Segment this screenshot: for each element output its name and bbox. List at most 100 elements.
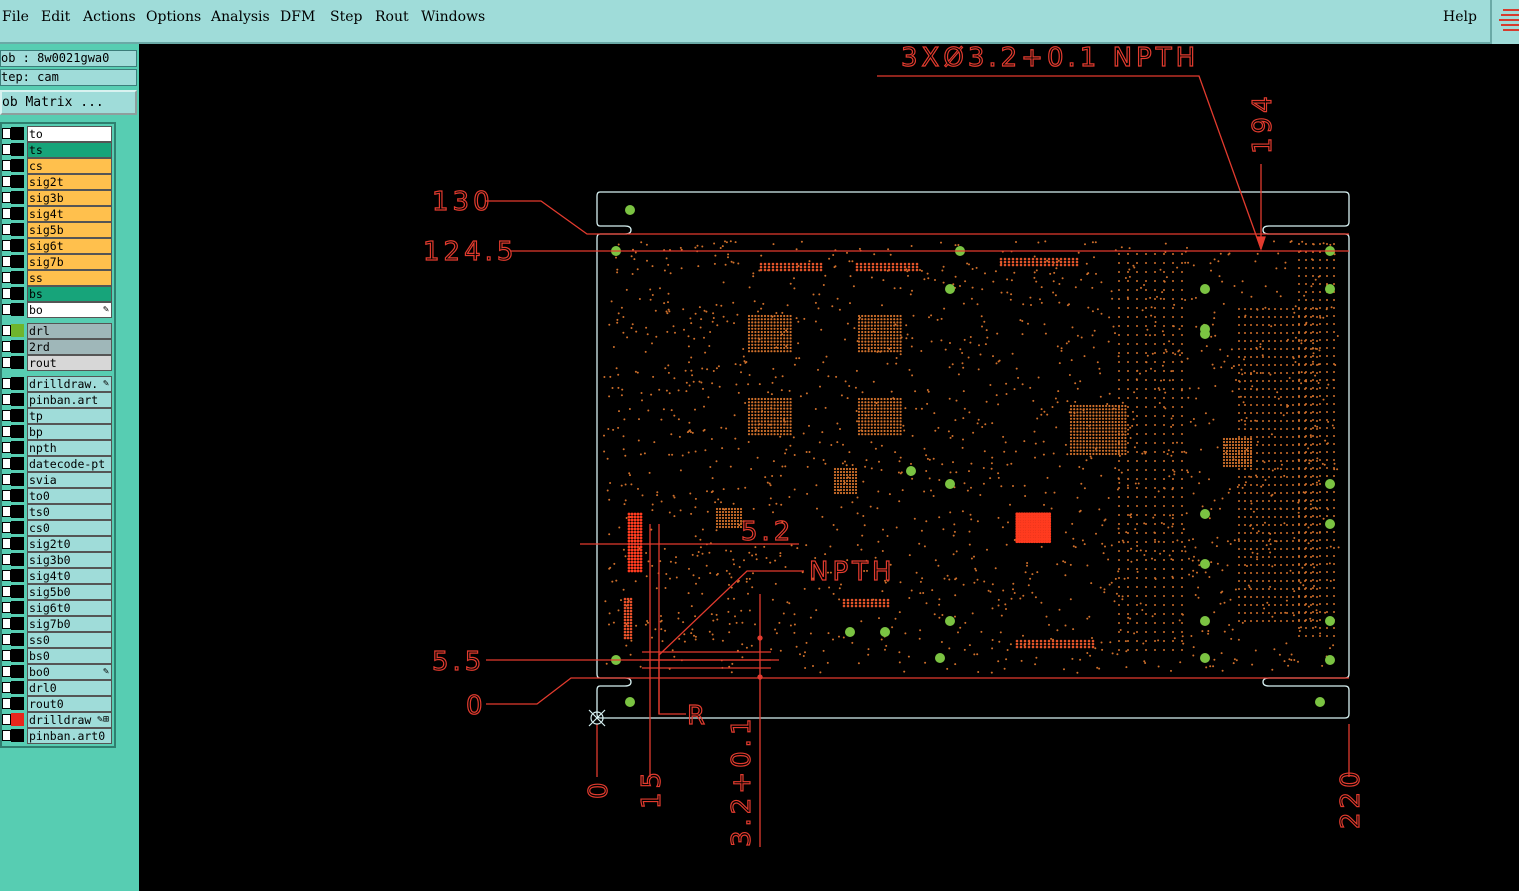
layer-checkbox[interactable]: [2, 341, 11, 352]
layer-name[interactable]: sig3b0: [27, 552, 112, 568]
layer-row[interactable]: bs0: [2, 648, 112, 664]
layer-name[interactable]: sig2t0: [27, 536, 112, 552]
layer-name[interactable]: pinban.art0: [27, 728, 112, 744]
layer-row[interactable]: ss0: [2, 632, 112, 648]
layer-checkbox[interactable]: [2, 224, 11, 235]
menu-edit[interactable]: Edit: [41, 9, 71, 25]
layer-row[interactable]: bp: [2, 424, 112, 440]
layer-checkbox[interactable]: [2, 394, 11, 405]
layer-checkbox[interactable]: [2, 618, 11, 629]
layer-name[interactable]: npth: [27, 440, 112, 456]
layer-row[interactable]: ts0: [2, 504, 112, 520]
layer-name[interactable]: ss0: [27, 632, 112, 648]
layer-checkbox[interactable]: [2, 570, 11, 581]
layer-checkbox[interactable]: [2, 458, 11, 469]
layer-checkbox[interactable]: [2, 474, 11, 485]
menu-options[interactable]: Options: [146, 9, 202, 25]
layer-row[interactable]: bs: [2, 286, 112, 302]
layer-name[interactable]: cs0: [27, 520, 112, 536]
layer-checkbox[interactable]: [2, 730, 11, 741]
layer-checkbox[interactable]: [2, 490, 11, 501]
layer-checkbox[interactable]: [2, 506, 11, 517]
layer-row[interactable]: sig4t: [2, 206, 112, 222]
layer-name[interactable]: datecode-pt: [27, 456, 112, 472]
graphic-canvas[interactable]: 3XØ3.2+0.1 NPTH 130 124.5 5.5 0 5.2 NPTH…: [139, 44, 1519, 891]
layer-row[interactable]: sig6t0: [2, 600, 112, 616]
layer-checkbox[interactable]: [2, 634, 11, 645]
layer-row[interactable]: cs: [2, 158, 112, 174]
layer-checkbox[interactable]: [2, 240, 11, 251]
layer-row[interactable]: sig2t: [2, 174, 112, 190]
layer-name[interactable]: drl0: [27, 680, 112, 696]
layer-checkbox[interactable]: [2, 538, 11, 549]
layer-name[interactable]: cs: [27, 158, 112, 174]
layer-checkbox[interactable]: [2, 554, 11, 565]
menu-file[interactable]: File: [2, 9, 29, 25]
layer-checkbox[interactable]: [2, 304, 11, 315]
layer-name[interactable]: sig5b: [27, 222, 112, 238]
layer-checkbox[interactable]: [2, 586, 11, 597]
job-matrix-button[interactable]: ob Matrix ...: [0, 90, 137, 115]
menu-analysis[interactable]: Analysis: [211, 9, 270, 25]
layer-checkbox[interactable]: [2, 442, 11, 453]
layer-checkbox[interactable]: [2, 176, 11, 187]
layer-row[interactable]: sig7b: [2, 254, 112, 270]
layer-row[interactable]: cs0: [2, 520, 112, 536]
layer-row[interactable]: npth: [2, 440, 112, 456]
layer-name[interactable]: sig5b0: [27, 584, 112, 600]
layer-row[interactable]: datecode-pt: [2, 456, 112, 472]
layer-row[interactable]: sig6t: [2, 238, 112, 254]
layer-row[interactable]: to: [2, 126, 112, 142]
layer-row[interactable]: sig7b0: [2, 616, 112, 632]
layer-name[interactable]: sig7b: [27, 254, 112, 270]
layer-name[interactable]: drl: [27, 323, 112, 339]
layer-row[interactable]: drl: [2, 323, 112, 339]
layer-name[interactable]: sig3b: [27, 190, 112, 206]
layer-name[interactable]: bs0: [27, 648, 112, 664]
layer-name[interactable]: rout: [27, 355, 112, 371]
layer-name[interactable]: sig7b0: [27, 616, 112, 632]
layer-row[interactable]: bo✎: [2, 302, 112, 318]
layer-name[interactable]: to: [27, 126, 112, 142]
layer-checkbox[interactable]: [2, 602, 11, 613]
layer-name[interactable]: sig4t: [27, 206, 112, 222]
layer-row[interactable]: sig2t0: [2, 536, 112, 552]
layer-checkbox[interactable]: [2, 208, 11, 219]
layer-row[interactable]: drl0: [2, 680, 112, 696]
layer-name[interactable]: bo✎: [27, 302, 112, 318]
layer-name[interactable]: pinban.art: [27, 392, 112, 408]
layer-checkbox[interactable]: [2, 160, 11, 171]
layer-row[interactable]: tp: [2, 408, 112, 424]
layer-row[interactable]: drilldraw✎⊞: [2, 712, 112, 728]
layer-row[interactable]: ts: [2, 142, 112, 158]
layer-row[interactable]: ss: [2, 270, 112, 286]
layer-checkbox[interactable]: [2, 357, 11, 368]
pcb-drawing[interactable]: 3XØ3.2+0.1 NPTH 130 124.5 5.5 0 5.2 NPTH…: [139, 44, 1519, 891]
layer-checkbox[interactable]: [2, 522, 11, 533]
layer-checkbox[interactable]: [2, 272, 11, 283]
layer-name[interactable]: drilldraw✎⊞: [27, 712, 112, 728]
layer-row[interactable]: pinban.art0: [2, 728, 112, 744]
layer-name[interactable]: 2rd: [27, 339, 112, 355]
menu-help[interactable]: Help: [1443, 9, 1477, 25]
layer-row[interactable]: rout0: [2, 696, 112, 712]
layer-checkbox[interactable]: [2, 698, 11, 709]
menu-rout[interactable]: Rout: [375, 9, 409, 25]
layer-name[interactable]: svia: [27, 472, 112, 488]
layer-name[interactable]: bp: [27, 424, 112, 440]
layer-row[interactable]: drilldraw.✎: [2, 376, 112, 392]
layer-checkbox[interactable]: [2, 325, 11, 336]
layer-name[interactable]: drilldraw.✎: [27, 376, 112, 392]
layer-checkbox[interactable]: [2, 378, 11, 389]
layer-name[interactable]: ts0: [27, 504, 112, 520]
layer-row[interactable]: svia: [2, 472, 112, 488]
layer-row[interactable]: sig3b0: [2, 552, 112, 568]
layer-name[interactable]: sig6t0: [27, 600, 112, 616]
layer-name[interactable]: rout0: [27, 696, 112, 712]
menu-actions[interactable]: Actions: [83, 9, 136, 25]
layer-checkbox[interactable]: [2, 682, 11, 693]
layer-checkbox[interactable]: [2, 650, 11, 661]
layer-row[interactable]: sig4t0: [2, 568, 112, 584]
layer-checkbox[interactable]: [2, 144, 11, 155]
layer-name[interactable]: bo0✎: [27, 664, 112, 680]
